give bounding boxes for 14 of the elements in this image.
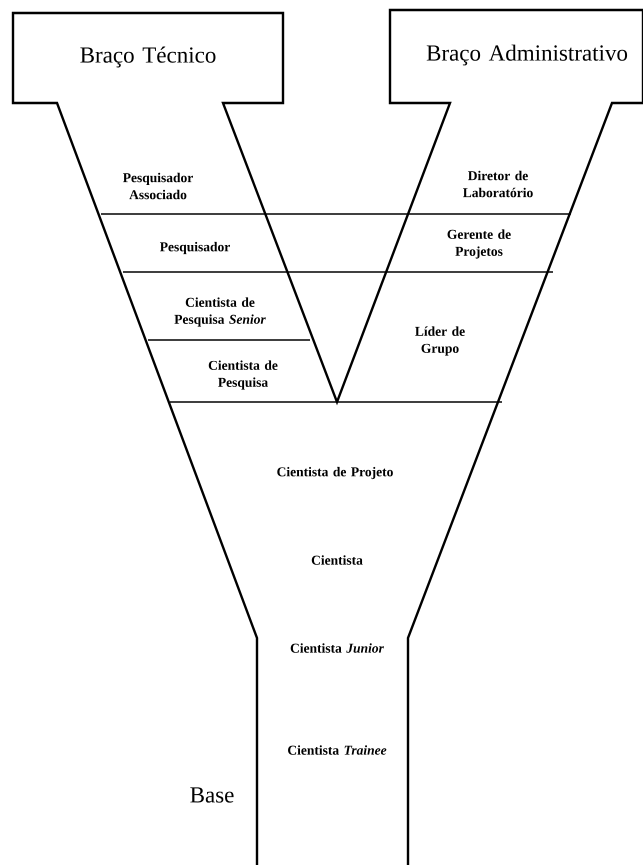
rank-label: Cientista de Pesquisa <box>208 360 278 390</box>
rank-label: Pesquisador <box>160 242 230 254</box>
rank-label: Diretor de Laboratório <box>463 170 533 198</box>
arm-heading: Braço Técnico <box>80 46 216 68</box>
rank-label: Cientista de Projeto <box>277 466 393 480</box>
rank-label: Cientista Junior <box>290 643 384 653</box>
rank-label: Cientista de Pesquisa Senior <box>174 297 266 327</box>
rank-label: Gerente de Projetos <box>448 229 511 259</box>
rank-label: Cientista <box>312 555 363 565</box>
rank-label: Pesquisador Associado <box>122 172 193 200</box>
arm-heading: Braço Administrativo <box>426 44 628 66</box>
rank-label: Líder de Grupo <box>415 326 465 356</box>
rank-label: Cientista Trainee <box>288 745 386 755</box>
base-label: Base <box>190 787 234 803</box>
